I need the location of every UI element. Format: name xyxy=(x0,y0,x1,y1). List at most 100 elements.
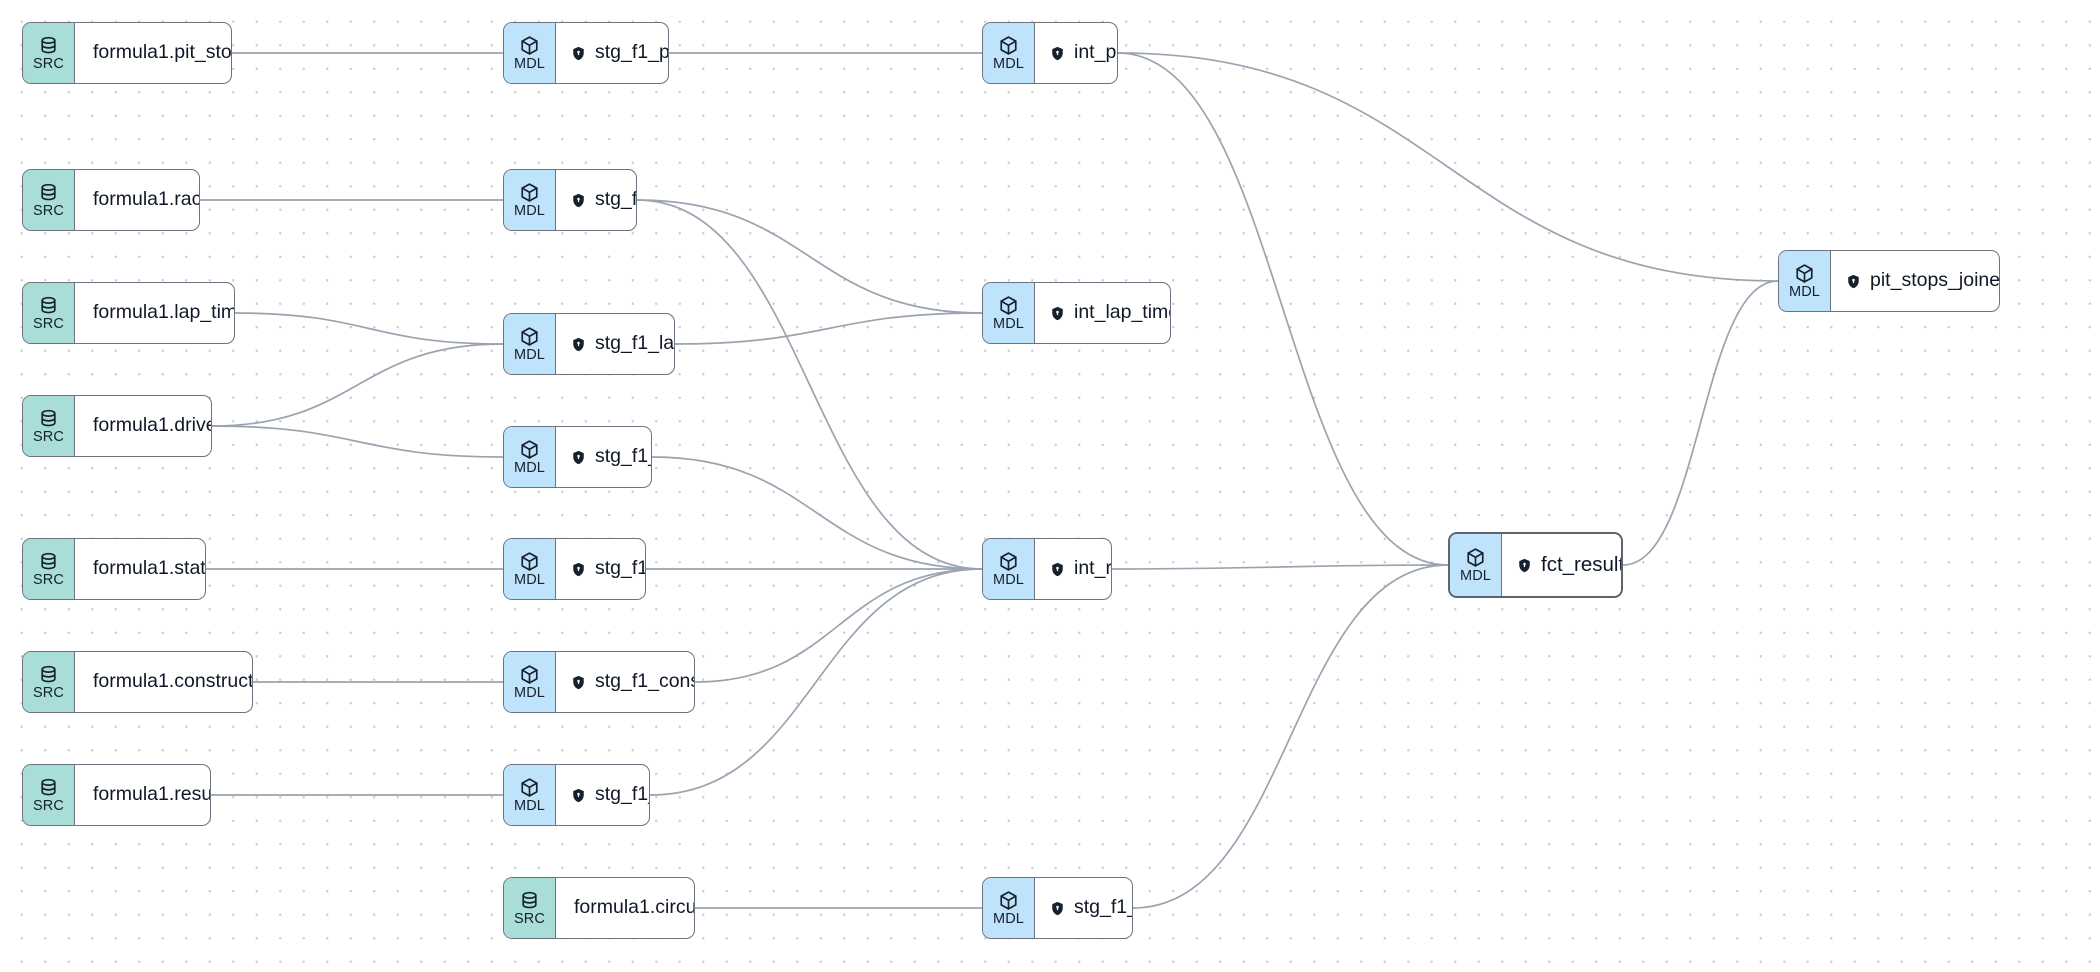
node-type-label: SRC xyxy=(33,797,64,814)
node-body-int_pit_stops: int_pit_stops xyxy=(1035,23,1117,83)
node-type-badge-stg_lap_times: MDL xyxy=(504,314,556,374)
node-label: int_lap_times_years xyxy=(1074,301,1170,324)
node-type-badge-stg_drivers: MDL xyxy=(504,427,556,487)
node-type-label: MDL xyxy=(514,571,545,588)
node-label: formula1.status xyxy=(93,557,206,580)
node-type-label: SRC xyxy=(33,571,64,588)
node-body-int_lap_times_years: int_lap_times_years xyxy=(1035,283,1170,343)
node-body-src_drivers: formula1.drivers xyxy=(75,396,211,456)
node-type-label: MDL xyxy=(514,797,545,814)
shield-lock-icon xyxy=(571,337,586,352)
node-type-badge-stg_circuits: MDL xyxy=(983,878,1035,938)
node-type-badge-src_drivers: SRC xyxy=(23,396,75,456)
node-body-fct_results: fct_results xyxy=(1502,534,1621,596)
cube-icon xyxy=(998,35,1019,56)
node-label: stg_f1_drivers xyxy=(595,445,651,468)
node-type-badge-src_constructors: SRC xyxy=(23,652,75,712)
node-type-badge-stg_results: MDL xyxy=(504,765,556,825)
database-icon xyxy=(38,182,59,203)
node-type-badge-src_lap_times: SRC xyxy=(23,283,75,343)
lineage-node-stg_constructors[interactable]: MDL stg_f1_constructors xyxy=(503,651,695,713)
lineage-node-src_races[interactable]: SRC formula1.races xyxy=(22,169,200,231)
lineage-edge-src_drivers-to-stg_drivers xyxy=(211,425,504,458)
lineage-edge-fct_results-to-pit_stops_joined xyxy=(1622,280,1779,566)
node-body-src_status: formula1.status xyxy=(75,539,206,599)
cube-icon xyxy=(998,551,1019,572)
shield-lock-icon xyxy=(571,675,586,690)
node-label: formula1.races xyxy=(93,188,200,211)
node-type-label: MDL xyxy=(514,346,545,363)
lineage-edge-stg_constructors-to-int_results xyxy=(694,568,983,683)
node-body-pit_stops_joined: pit_stops_joined xyxy=(1831,251,1999,311)
node-type-label: MDL xyxy=(993,55,1024,72)
node-body-src_pit_stops: formula1.pit_stops xyxy=(75,23,231,83)
node-type-label: SRC xyxy=(33,315,64,332)
lineage-node-src_circuits[interactable]: SRC formula1.circuits xyxy=(503,877,695,939)
cube-icon xyxy=(1465,547,1486,568)
node-type-label: SRC xyxy=(514,910,545,927)
database-icon xyxy=(38,664,59,685)
node-body-stg_races: stg_f1_races xyxy=(556,170,637,230)
node-type-badge-int_lap_times_years: MDL xyxy=(983,283,1035,343)
database-icon xyxy=(38,295,59,316)
node-type-label: MDL xyxy=(514,459,545,476)
node-body-stg_constructors: stg_f1_constructors xyxy=(556,652,694,712)
shield-lock-icon xyxy=(1050,562,1065,577)
database-icon xyxy=(519,890,540,911)
lineage-edge-int_results-to-fct_results xyxy=(1111,564,1449,570)
node-type-badge-src_results: SRC xyxy=(23,765,75,825)
lineage-edge-stg_races-to-int_results xyxy=(636,199,983,570)
node-type-badge-src_pit_stops: SRC xyxy=(23,23,75,83)
node-type-badge-stg_pit_stops: MDL xyxy=(504,23,556,83)
lineage-node-stg_races[interactable]: MDL stg_f1_races xyxy=(503,169,637,231)
node-body-stg_circuits: stg_f1_circuits xyxy=(1035,878,1133,938)
node-body-src_circuits: formula1.circuits xyxy=(556,878,695,938)
node-body-src_results: formula1.results xyxy=(75,765,210,825)
lineage-node-int_lap_times_years[interactable]: MDL int_lap_times_years xyxy=(982,282,1171,344)
lineage-edge-stg_races-to-int_lap_times_years xyxy=(636,199,983,314)
node-label: stg_f1_races xyxy=(595,188,637,211)
lineage-node-stg_pit_stops[interactable]: MDL stg_f1_pit_stops xyxy=(503,22,669,84)
database-icon xyxy=(38,35,59,56)
node-body-stg_pit_stops: stg_f1_pit_stops xyxy=(556,23,669,83)
node-type-badge-int_results: MDL xyxy=(983,539,1035,599)
lineage-node-src_lap_times[interactable]: SRC formula1.lap_times xyxy=(22,282,235,344)
lineage-node-stg_circuits[interactable]: MDL stg_f1_circuits xyxy=(982,877,1133,939)
node-label: formula1.circuits xyxy=(574,896,695,919)
node-label: stg_f1_pit_stops xyxy=(595,41,669,64)
lineage-node-int_pit_stops[interactable]: MDL int_pit_stops xyxy=(982,22,1118,84)
node-type-label: SRC xyxy=(33,202,64,219)
cube-icon xyxy=(519,664,540,685)
lineage-node-src_constructors[interactable]: SRC formula1.constructors xyxy=(22,651,253,713)
shield-lock-icon xyxy=(571,450,586,465)
node-body-src_lap_times: formula1.lap_times xyxy=(75,283,234,343)
lineage-node-src_status[interactable]: SRC formula1.status xyxy=(22,538,206,600)
node-type-badge-stg_races: MDL xyxy=(504,170,556,230)
cube-icon xyxy=(998,295,1019,316)
shield-lock-icon xyxy=(571,788,586,803)
node-label: formula1.constructors xyxy=(93,670,253,693)
node-type-badge-src_races: SRC xyxy=(23,170,75,230)
shield-lock-icon xyxy=(571,46,586,61)
node-type-label: MDL xyxy=(514,684,545,701)
lineage-node-stg_drivers[interactable]: MDL stg_f1_drivers xyxy=(503,426,652,488)
node-label: stg_f1_circuits xyxy=(1074,896,1133,919)
node-type-badge-stg_constructors: MDL xyxy=(504,652,556,712)
cube-icon xyxy=(519,182,540,203)
cube-icon xyxy=(998,890,1019,911)
lineage-node-src_results[interactable]: SRC formula1.results xyxy=(22,764,211,826)
cube-icon xyxy=(1794,263,1815,284)
node-body-src_constructors: formula1.constructors xyxy=(75,652,253,712)
shield-lock-icon xyxy=(1050,46,1065,61)
lineage-edge-stg_drivers-to-int_results xyxy=(651,456,983,570)
